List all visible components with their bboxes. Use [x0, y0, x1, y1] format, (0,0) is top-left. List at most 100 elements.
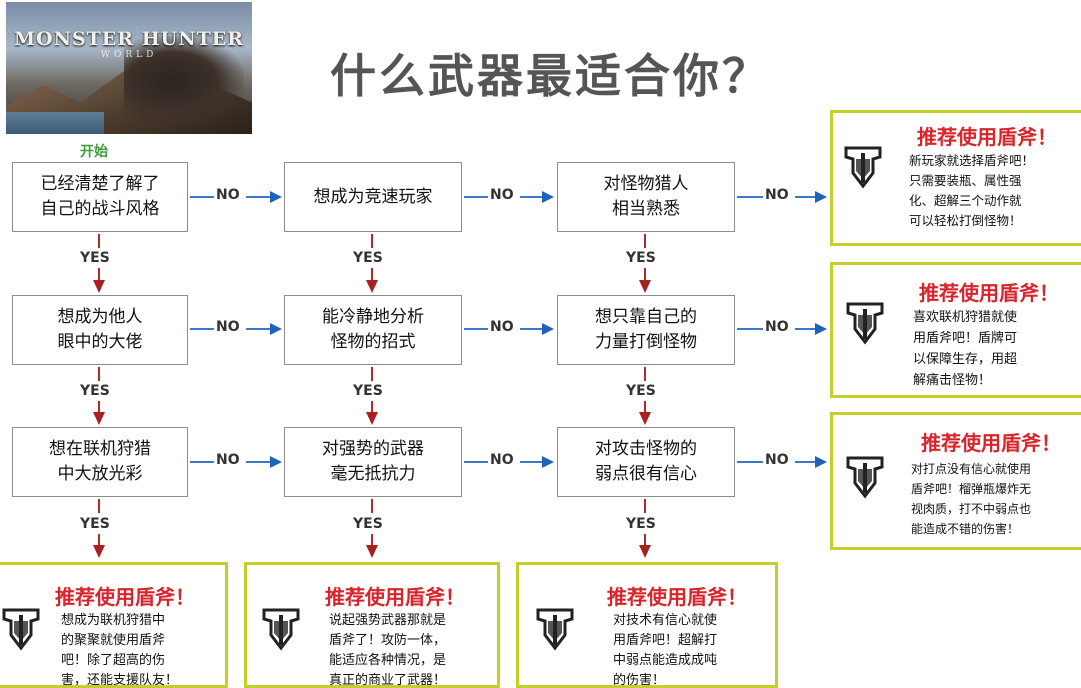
no-label: NO: [765, 452, 789, 468]
yes-label: YES: [80, 250, 110, 266]
question-text: 对怪物猎人 相当熟悉: [603, 174, 689, 219]
result-text: 想成为联机狩猎中 的聚聚就使用盾斧 吧！除了超高的伤 害，还能支援队友！: [61, 613, 179, 688]
result-heading: 推荐使用盾斧！: [607, 585, 747, 609]
no-label: NO: [490, 187, 514, 203]
yes-arrow-head: [639, 412, 651, 425]
yes-arrow-line: [98, 234, 100, 248]
no-label: NO: [765, 187, 789, 203]
yes-arrow-line: [371, 499, 373, 513]
question-text: 想在联机狩猎 中大放光彩: [49, 439, 151, 484]
no-label: NO: [216, 452, 240, 468]
charge-blade-icon: [2, 608, 40, 651]
no-arrow-line: [737, 461, 763, 463]
no-arrow-line: [795, 461, 815, 463]
no-arrow-head: [815, 323, 827, 335]
question-text: 对强势的武器 毫无抵抗力: [322, 439, 424, 484]
result-heading: 推荐使用盾斧！: [919, 281, 1059, 305]
no-arrow-line: [520, 196, 542, 198]
question-text: 想成为他人 眼中的大佬: [57, 307, 143, 352]
no-arrow-head: [270, 191, 282, 203]
result-box-bottom-1: 推荐使用盾斧！ 想成为联机狩猎中 的聚聚就使用盾斧 吧！除了超高的伤 害，还能支…: [0, 562, 228, 688]
no-label: NO: [490, 452, 514, 468]
no-arrow-line: [246, 461, 270, 463]
question-box-r3c3: 对攻击怪物的 弱点很有信心: [557, 427, 735, 497]
no-label: NO: [765, 319, 789, 335]
page-title: 什么武器最适合你？: [330, 49, 771, 103]
no-arrow-head: [542, 323, 554, 335]
no-arrow-line: [246, 328, 270, 330]
no-label: NO: [216, 187, 240, 203]
question-box-r2c1: 想成为他人 眼中的大佬: [12, 295, 188, 365]
yes-arrow-line: [371, 534, 373, 546]
question-text: 能冷静地分析 怪物的招式: [322, 307, 424, 352]
logo-subtitle: WORLD: [100, 50, 158, 60]
yes-arrow-line: [98, 367, 100, 381]
question-text: 对攻击怪物的 弱点很有信心: [595, 439, 697, 484]
start-label: 开始: [80, 144, 108, 160]
logo-title: MONSTER HUNTER: [14, 28, 244, 50]
yes-arrow-line: [644, 499, 646, 513]
no-arrow-line: [737, 328, 763, 330]
yes-arrow-line: [98, 534, 100, 546]
question-box-r1c2: 想成为竞速玩家: [284, 162, 462, 232]
question-text: 想成为竞速玩家: [313, 186, 433, 207]
result-heading: 推荐使用盾斧！: [325, 585, 465, 609]
result-text: 对技术有信心就使 用盾斧吧！超解打 中弱点能造成成吨 的伤害！: [613, 613, 718, 688]
yes-arrow-line: [371, 268, 373, 282]
result-text: 说起强势武器那就是 盾斧了！攻防一体， 能适应各种情况，是 真正的商业了武器！: [329, 613, 447, 688]
no-arrow-head: [542, 191, 554, 203]
yes-arrow-head: [93, 545, 105, 558]
yes-label: YES: [626, 383, 656, 399]
yes-label: YES: [353, 516, 383, 532]
result-text: 新玩家就选择盾斧吧！ 只需要装瓶、属性强 化、超解三个动作就 可以轻松打倒怪物！: [909, 153, 1035, 228]
yes-label: YES: [626, 250, 656, 266]
result-box-right-2: 推荐使用盾斧！ 喜欢联机狩猎就使 用盾斧吧！盾牌可 以保障生存，用超 解痛击怪物…: [830, 262, 1081, 398]
result-heading: 推荐使用盾斧！: [55, 585, 195, 609]
no-arrow-line: [464, 328, 488, 330]
result-box-bottom-2: 推荐使用盾斧！ 说起强势武器那就是 盾斧了！攻防一体， 能适应各种情况，是 真正…: [244, 562, 500, 688]
yes-arrow-line: [371, 367, 373, 381]
no-arrow-line: [795, 196, 815, 198]
result-text: 喜欢联机狩猎就使 用盾斧吧！盾牌可 以保障生存，用超 解痛击怪物！: [913, 310, 1018, 388]
question-text: 已经清楚了解了 自己的战斗风格: [40, 174, 160, 219]
yes-label: YES: [353, 383, 383, 399]
yes-arrow-line: [644, 234, 646, 248]
yes-arrow-line: [371, 401, 373, 413]
no-arrow-line: [464, 196, 488, 198]
yes-arrow-line: [644, 401, 646, 413]
question-box-r1c3: 对怪物猎人 相当熟悉: [557, 162, 735, 232]
result-box-right-3: 推荐使用盾斧！ 对打点没有信心就使用 盾斧吧！榴弹瓶爆炸无 视肉质，打不中弱点也…: [830, 412, 1081, 550]
monster-hunter-logo: MONSTER HUNTER WORLD: [6, 2, 252, 134]
yes-label: YES: [80, 383, 110, 399]
result-box-bottom-3: 推荐使用盾斧！ 对技术有信心就使 用盾斧吧！超解打 中弱点能造成成吨 的伤害！: [516, 562, 778, 688]
question-box-r2c3: 想只靠自己的 力量打倒怪物: [557, 295, 735, 365]
question-box-r3c1: 想在联机狩猎 中大放光彩: [12, 427, 188, 497]
question-text: 想只靠自己的 力量打倒怪物: [595, 307, 697, 352]
yes-arrow-line: [98, 499, 100, 513]
no-arrow-head: [270, 323, 282, 335]
yes-arrow-head: [93, 412, 105, 425]
charge-blade-icon: [536, 608, 574, 651]
no-arrow-line: [737, 196, 763, 198]
charge-blade-icon: [844, 146, 882, 189]
result-heading: 推荐使用盾斧！: [921, 431, 1061, 455]
yes-label: YES: [80, 516, 110, 532]
yes-arrow-head: [366, 280, 378, 293]
result-heading: 推荐使用盾斧！: [917, 125, 1057, 149]
no-arrow-line: [464, 461, 488, 463]
question-box-r3c2: 对强势的武器 毫无抵抗力: [284, 427, 462, 497]
yes-arrow-head: [639, 545, 651, 558]
result-text: 对打点没有信心就使用 盾斧吧！榴弹瓶爆炸无 视肉质，打不中弱点也 能造成不错的伤…: [911, 462, 1032, 536]
no-arrow-head: [815, 191, 827, 203]
charge-blade-icon: [846, 302, 884, 345]
yes-arrow-head: [93, 280, 105, 293]
no-arrow-line: [190, 328, 214, 330]
yes-arrow-line: [98, 268, 100, 282]
yes-arrow-head: [366, 545, 378, 558]
no-arrow-line: [520, 328, 542, 330]
charge-blade-icon: [262, 608, 300, 651]
yes-label: YES: [626, 516, 656, 532]
yes-arrow-head: [639, 280, 651, 293]
no-arrow-head: [542, 456, 554, 468]
yes-arrow-head: [366, 412, 378, 425]
